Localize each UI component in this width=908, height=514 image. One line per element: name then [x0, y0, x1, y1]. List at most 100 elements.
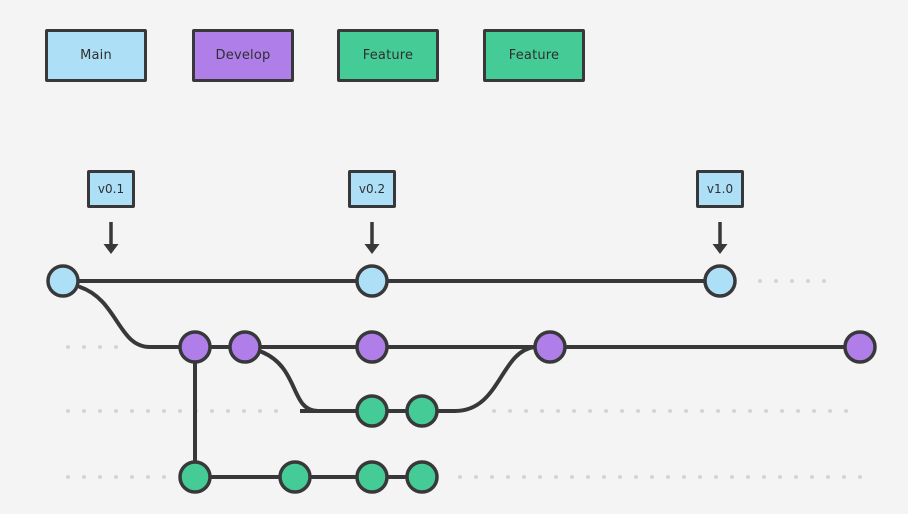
guide-dot — [130, 409, 134, 413]
commit-node-main-1[interactable] — [355, 264, 389, 298]
guide-dot — [748, 409, 752, 413]
guide-dot — [82, 409, 86, 413]
commit-node-feature-bottom-2[interactable] — [355, 460, 389, 494]
guide-dot — [844, 409, 848, 413]
guide-dot — [570, 475, 574, 479]
version-tag-label: v0.2 — [358, 182, 386, 196]
commit-node-develop-2[interactable] — [355, 330, 389, 364]
leading-dots-develop — [66, 345, 118, 349]
guide-dot — [492, 409, 496, 413]
guide-dot — [810, 475, 814, 479]
commit-node-develop-1[interactable] — [228, 330, 262, 364]
version-tag-label: v0.1 — [97, 182, 125, 196]
legend-item-main-0[interactable]: Main — [45, 29, 147, 82]
guide-dot — [778, 475, 782, 479]
commit-node-feature-top-1[interactable] — [405, 394, 439, 428]
guide-dot — [698, 475, 702, 479]
guide-dot — [508, 409, 512, 413]
guide-dot — [730, 475, 734, 479]
guide-dot — [604, 409, 608, 413]
guide-dot — [806, 279, 810, 283]
guide-dot — [538, 475, 542, 479]
guide-dot — [634, 475, 638, 479]
guide-dot — [714, 475, 718, 479]
guide-dot — [650, 475, 654, 479]
guide-dot — [826, 475, 830, 479]
guide-dot — [822, 279, 826, 283]
guide-dot — [458, 475, 462, 479]
guide-dot — [210, 409, 214, 413]
guide-dot — [98, 409, 102, 413]
guide-dot — [732, 409, 736, 413]
commit-node-develop-4[interactable] — [843, 330, 877, 364]
commit-node-develop-0[interactable] — [178, 330, 212, 364]
commit-nodes-layer — [46, 264, 877, 494]
guide-dot — [178, 409, 182, 413]
guide-dot — [774, 279, 778, 283]
guide-dot — [82, 475, 86, 479]
guide-dot — [780, 409, 784, 413]
guide-dot — [858, 475, 862, 479]
legend-item-label: Develop — [215, 48, 271, 63]
tag-arrows-layer — [103, 222, 728, 254]
guide-dot — [556, 409, 560, 413]
commit-node-feature-bottom-3[interactable] — [405, 460, 439, 494]
version-tag-v1-0[interactable]: v1.0 — [696, 170, 744, 208]
branch-lines-layer — [63, 279, 860, 479]
legend-item-label: Main — [80, 48, 112, 63]
commit-node-main-0[interactable] — [46, 264, 80, 298]
legend-item-feature-3[interactable]: Feature — [483, 29, 585, 82]
guide-dot — [796, 409, 800, 413]
guide-dot — [506, 475, 510, 479]
trailing-dots-feature-bottom — [458, 475, 862, 479]
branch-connectors-layer — [78, 285, 536, 479]
guide-dot — [258, 409, 262, 413]
connector-feature-top-to-develop-merge — [453, 345, 536, 413]
commit-node-develop-3[interactable] — [533, 330, 567, 364]
guide-dot — [274, 409, 278, 413]
guide-dot — [636, 409, 640, 413]
guide-dot — [586, 475, 590, 479]
guide-dot — [666, 475, 670, 479]
guide-dot — [828, 409, 832, 413]
guide-dot — [114, 475, 118, 479]
trailing-dots-feature-top — [492, 409, 848, 413]
commit-node-feature-bottom-0[interactable] — [178, 460, 212, 494]
guide-dot — [162, 475, 166, 479]
guide-dot — [618, 475, 622, 479]
tag-arrow-head-v1-0 — [712, 244, 728, 254]
guide-dot — [746, 475, 750, 479]
guide-dot — [82, 345, 86, 349]
trailing-dots-main — [758, 279, 826, 283]
guide-dot — [668, 409, 672, 413]
guide-dot — [764, 409, 768, 413]
guide-dot — [114, 345, 118, 349]
guide-dot — [66, 409, 70, 413]
legend-item-feature-2[interactable]: Feature — [337, 29, 439, 82]
guide-dot — [812, 409, 816, 413]
commit-node-main-2[interactable] — [703, 264, 737, 298]
guide-dot — [146, 409, 150, 413]
legend-item-develop-1[interactable]: Develop — [192, 29, 294, 82]
commit-node-feature-top-0[interactable] — [355, 394, 389, 428]
guide-dot — [716, 409, 720, 413]
guide-dot — [652, 409, 656, 413]
guide-dot — [588, 409, 592, 413]
commit-node-feature-bottom-1[interactable] — [278, 460, 312, 494]
guide-dot — [572, 409, 576, 413]
guide-dot — [602, 475, 606, 479]
guide-dot — [620, 409, 624, 413]
legend-item-label: Feature — [508, 48, 560, 63]
guide-dot — [682, 475, 686, 479]
legend-item-label: Feature — [362, 48, 414, 63]
guide-dot — [98, 345, 102, 349]
guide-dot — [524, 409, 528, 413]
version-tag-v0-1[interactable]: v0.1 — [87, 170, 135, 208]
version-tag-v0-2[interactable]: v0.2 — [348, 170, 396, 208]
leading-dots-feature-bottom — [66, 475, 166, 479]
guide-dot — [114, 409, 118, 413]
guide-dot — [66, 475, 70, 479]
guide-dot — [98, 475, 102, 479]
